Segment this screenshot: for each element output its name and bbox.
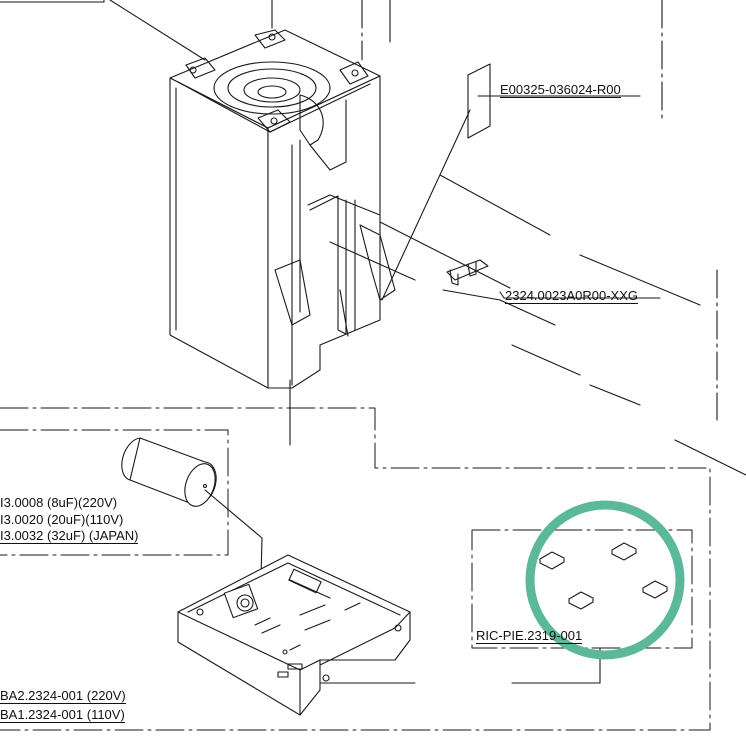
clip-leader	[379, 221, 511, 289]
grinder-mount	[185, 29, 369, 171]
feet-label: RIC-PIE.2319-001	[476, 628, 583, 644]
part-label-clip: 2324.0023A0R00-XXG	[505, 288, 638, 304]
base-label-220v: BA2.2324-001 (220V)	[0, 688, 126, 704]
projection-lines	[329, 174, 746, 476]
capacitor-part	[121, 437, 217, 507]
leader-line	[109, 0, 206, 61]
capacitor-label-32uf: I3.0032 (32uF) (JAPAN)	[0, 528, 139, 544]
rubber-foot	[539, 551, 565, 570]
capacitor-label-20uf: I3.0020 (20uF)(110V)	[0, 512, 124, 527]
cabinet-body	[169, 29, 396, 389]
base-label-110v: BA1.2324-001 (110V)	[0, 707, 125, 723]
top-left-label-box	[0, 0, 105, 3]
dash-dot-grouping	[0, 407, 711, 731]
spring-clip-part	[446, 259, 489, 286]
rubber-foot	[642, 580, 668, 599]
clip-leader	[499, 291, 661, 299]
part-label-sticker: E00325-036024-R00	[500, 82, 621, 98]
sticker-leader	[381, 109, 471, 301]
base-tray-part	[177, 554, 411, 716]
dash-dot-boundary-right	[361, 0, 718, 421]
capacitor-label-8uf: I3.0008 (8uF)(220V)	[0, 495, 118, 510]
highlight-circle	[525, 500, 685, 660]
rubber-foot	[568, 591, 594, 610]
rubber-feet	[539, 542, 668, 610]
sticker-part	[467, 63, 491, 139]
rubber-foot	[611, 542, 637, 561]
